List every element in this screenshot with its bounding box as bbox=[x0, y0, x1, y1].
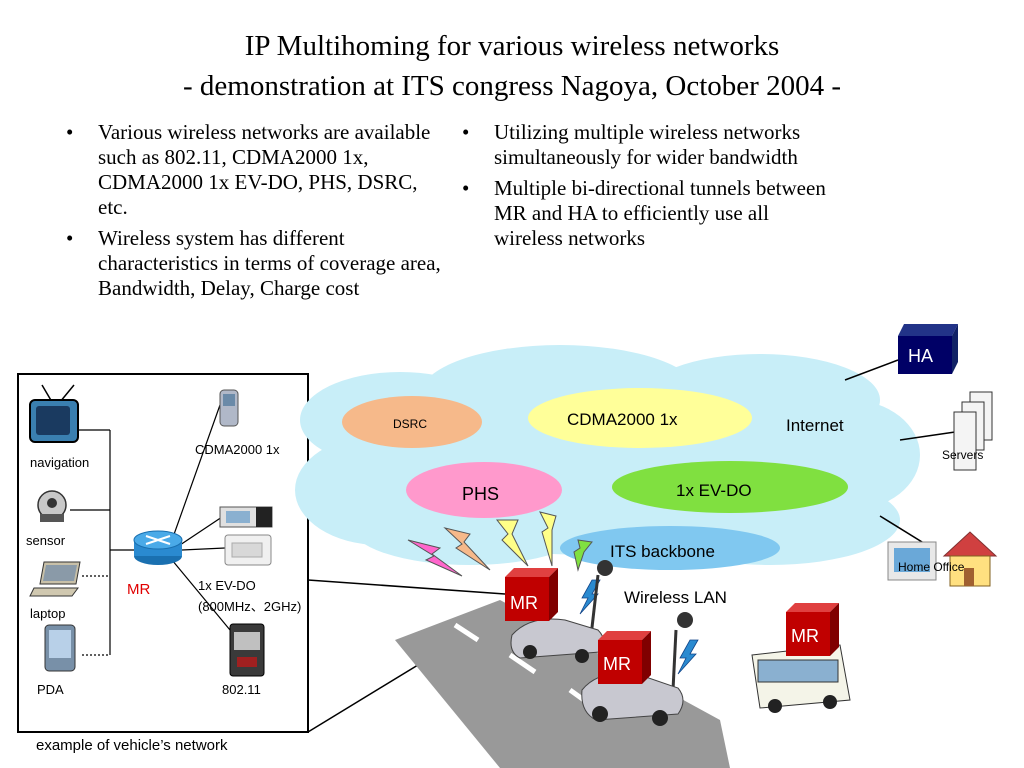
dsrc-label: DSRC bbox=[393, 417, 427, 431]
sensor-icon bbox=[37, 490, 67, 522]
mr-box-2-label: MR bbox=[603, 654, 631, 674]
right-bullet-list: Utilizing multiple wireless networks sim… bbox=[458, 120, 838, 257]
antenna-icon bbox=[597, 560, 613, 576]
evdo-card-icon bbox=[219, 506, 273, 566]
navigation-label: navigation bbox=[30, 455, 89, 470]
evdo-label: 1x EV-DO bbox=[676, 481, 752, 500]
home-office-label: Home Office bbox=[898, 560, 965, 574]
mr-box-3 bbox=[786, 603, 839, 656]
slide-title-line-2: - demonstration at ITS congress Nagoya, … bbox=[183, 70, 841, 102]
servers-label: Servers bbox=[942, 448, 983, 462]
phs-cloud bbox=[406, 462, 562, 518]
cdma-card-label: CDMA2000 1x bbox=[195, 442, 280, 457]
ha-label: HA bbox=[908, 346, 933, 366]
left-bullet-2: Wireless system has different characteri… bbox=[62, 226, 442, 301]
wlan-card-icon bbox=[229, 623, 265, 677]
cdma-cloud bbox=[528, 388, 752, 448]
left-bullet-list: Various wireless networks are available … bbox=[62, 120, 442, 307]
antenna-icon bbox=[677, 612, 693, 628]
its-backbone-label: ITS backbone bbox=[610, 542, 715, 561]
mr-box-1 bbox=[505, 568, 558, 621]
dsrc-cloud bbox=[342, 396, 482, 448]
internet-label: Internet bbox=[786, 416, 844, 435]
navigation-icon bbox=[29, 384, 79, 443]
radio-links bbox=[407, 511, 593, 577]
right-bullet-2: Multiple bi-directional tunnels between … bbox=[458, 176, 838, 251]
evdo-card-label: 1x EV-DO bbox=[198, 578, 256, 593]
cdma-phone-icon bbox=[219, 389, 239, 427]
pda-label: PDA bbox=[37, 682, 64, 697]
mr-label: MR bbox=[127, 581, 150, 598]
pda-icon bbox=[44, 624, 76, 672]
left-bullet-1: Various wireless networks are available … bbox=[62, 120, 442, 220]
home-agent-box bbox=[898, 324, 958, 374]
right-bullet-1: Utilizing multiple wireless networks sim… bbox=[458, 120, 838, 170]
wlan-card-label: 802.11 bbox=[222, 682, 261, 697]
vehicle-box-caption: example of vehicle’s network bbox=[36, 737, 228, 754]
laptop-icon bbox=[29, 561, 81, 597]
wireless-lan-label: Wireless LAN bbox=[624, 588, 727, 607]
cdma-label: CDMA2000 1x bbox=[567, 410, 678, 429]
laptop-label: laptop bbox=[30, 606, 65, 621]
evdo-freq-label: (800MHz、2GHz) bbox=[198, 599, 301, 614]
mr-box-2 bbox=[598, 631, 651, 684]
home-office-icon bbox=[887, 531, 998, 587]
device-bus bbox=[70, 404, 231, 655]
vehicle-network-box bbox=[17, 373, 309, 733]
road bbox=[395, 600, 730, 768]
evdo-cloud bbox=[612, 461, 848, 513]
slide-title-line-1: IP Multihoming for various wireless netw… bbox=[244, 30, 780, 62]
mr-box-3-label: MR bbox=[791, 626, 819, 646]
phs-label: PHS bbox=[462, 484, 499, 504]
connector-line bbox=[307, 579, 506, 595]
servers-icon bbox=[953, 391, 993, 471]
its-backbone-cloud bbox=[560, 526, 780, 570]
mobile-router-icon bbox=[133, 530, 183, 565]
sensor-label: sensor bbox=[26, 533, 66, 548]
mr-box-1-label: MR bbox=[510, 593, 538, 613]
